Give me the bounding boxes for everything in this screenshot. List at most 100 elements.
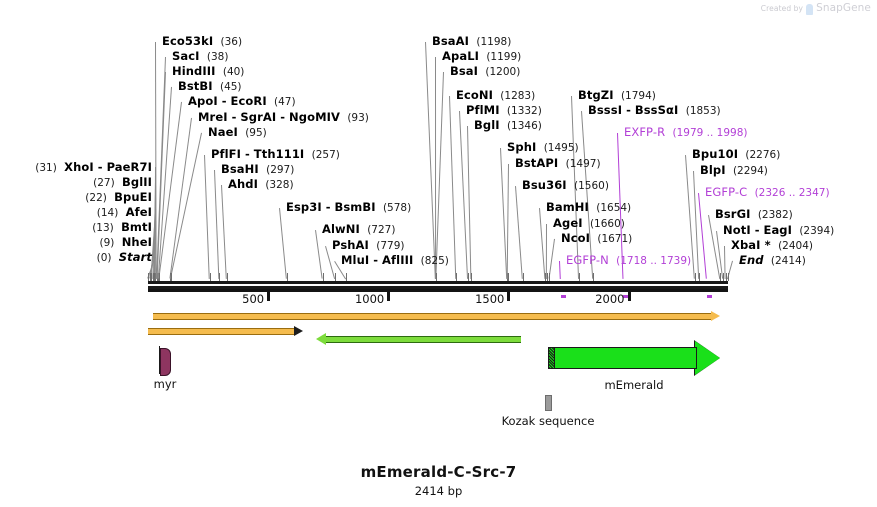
plasmid-length: 2414 bp xyxy=(414,484,463,498)
enzyme-label-xbai[interactable]: XbaI * (2404) xyxy=(731,238,813,252)
enzyme-label-start[interactable]: (0) Start xyxy=(96,250,152,264)
enzyme-label-noti-eagi[interactable]: NotI - EagI (2394) xyxy=(723,223,835,237)
site-tick xyxy=(153,273,155,281)
feature-myr[interactable] xyxy=(159,346,171,376)
enzyme-label-eco53ki[interactable]: Eco53kI (36) xyxy=(162,34,243,48)
enzyme-label-sphi[interactable]: SphI (1495) xyxy=(507,140,579,154)
enzyme-label-esp3i-bsmbi[interactable]: Esp3I - BsmBI (578) xyxy=(286,200,412,214)
site-tick xyxy=(346,273,348,281)
site-tick xyxy=(593,273,595,281)
enzyme-label-blpi[interactable]: BlpI (2294) xyxy=(700,163,768,177)
feature-label-myr: myr xyxy=(153,377,177,391)
enzyme-label-bpuei[interactable]: (22) BpuEI xyxy=(85,190,152,204)
orange-short-arrowhead xyxy=(294,326,303,336)
site-tick xyxy=(720,273,722,281)
site-tick xyxy=(436,273,438,281)
enzyme-label-pflmi[interactable]: PflMI (1332) xyxy=(466,103,542,117)
enzyme-label-bsrgi[interactable]: BsrGI (2382) xyxy=(715,207,793,221)
enzyme-label-nhei[interactable]: (9) NheI xyxy=(99,235,152,249)
feature-memerald-arrow[interactable] xyxy=(548,340,720,376)
enzyme-label-mrei-sgrai-ngomiv[interactable]: MreI - SgrAI - NgoMIV (93) xyxy=(198,110,369,124)
site-tick xyxy=(728,273,729,281)
enzyme-label-apoi-ecori[interactable]: ApoI - EcoRI (47) xyxy=(188,94,296,108)
watermark-brand: SnapGene xyxy=(816,2,871,14)
watermark-created-by: Created by xyxy=(760,3,804,13)
feature-label-memerald: mEmerald xyxy=(604,378,664,392)
site-tick xyxy=(725,273,727,281)
ruler-label-1000: 1000 xyxy=(354,292,385,306)
plasmid-backbone-inner xyxy=(148,284,728,286)
enzyme-label-bstapi[interactable]: BstAPI (1497) xyxy=(515,156,601,170)
enzyme-label-afei[interactable]: (14) AfeI xyxy=(96,205,152,219)
enzyme-label-bsahi[interactable]: BsaHI (297) xyxy=(221,162,295,176)
site-tick xyxy=(699,273,701,281)
enzyme-label-alwni[interactable]: AlwNI (727) xyxy=(322,222,396,236)
site-tick xyxy=(226,273,228,281)
snapgene-logo-icon xyxy=(806,3,814,15)
snapgene-watermark: Created by SnapGene xyxy=(760,2,871,15)
enzyme-label-bsai[interactable]: BsaI (1200) xyxy=(450,64,521,78)
enzyme-label-econi[interactable]: EcoNI (1283) xyxy=(456,88,536,102)
primer-binding-bracket xyxy=(560,295,566,298)
enzyme-label-ncoi[interactable]: NcoI (1671) xyxy=(561,231,633,245)
enzyme-label-bglii[interactable]: (27) BglII xyxy=(93,175,152,189)
site-tick xyxy=(579,273,581,281)
title-block: mEmerald-C-Src-7 2414 bp xyxy=(0,463,877,498)
site-tick xyxy=(335,273,337,281)
myr-block xyxy=(160,348,171,376)
feature-green-reverse-arrow[interactable] xyxy=(316,333,521,345)
site-tick xyxy=(150,273,152,281)
primer-binding-bracket xyxy=(623,295,629,298)
ruler-label-1500: 1500 xyxy=(475,292,505,306)
site-tick xyxy=(209,273,211,281)
ruler-label-500: 500 xyxy=(242,292,265,306)
site-tick xyxy=(456,273,458,281)
enzyme-label-hindiii[interactable]: HindIII (40) xyxy=(172,64,245,78)
feature-orange-long-arrow[interactable] xyxy=(153,311,720,321)
enzyme-label-bpu10i[interactable]: Bpu10I (2276) xyxy=(692,147,781,161)
site-tick xyxy=(219,273,221,281)
enzyme-label-bgli[interactable]: BglI (1346) xyxy=(474,118,542,132)
enzyme-label-agei[interactable]: AgeI (1660) xyxy=(553,216,625,230)
kozak-marker[interactable] xyxy=(545,395,552,411)
primer-label-egfp-c[interactable]: EGFP-C (2326 .. 2347) xyxy=(705,185,830,199)
enzyme-label-apali[interactable]: ApaLI (1199) xyxy=(442,49,522,63)
feature-label-kozak: Kozak sequence xyxy=(501,414,595,428)
memerald-arrowhead xyxy=(695,341,720,375)
enzyme-label-bmti[interactable]: (13) BmtI xyxy=(92,220,152,234)
orange-long-bar xyxy=(153,313,711,320)
site-tick xyxy=(154,273,156,281)
primer-binding-bracket xyxy=(706,295,712,298)
enzyme-label-xhoi-paer7i[interactable]: (31) XhoI - PaeR7I xyxy=(35,160,152,174)
ruler-label-2000: 2000 xyxy=(595,292,625,306)
primer-label-egfp-n[interactable]: EGFP-N (1718 .. 1739) xyxy=(566,253,692,267)
enzyme-label-pshai[interactable]: PshAI (779) xyxy=(332,238,405,252)
enzyme-label-mlui-afliii[interactable]: MluI - AflIII (825) xyxy=(341,253,449,267)
ruler-tick-1000 xyxy=(387,292,391,301)
enzyme-label-saci[interactable]: SacI (38) xyxy=(172,49,229,63)
ruler-axis-line xyxy=(148,289,728,292)
enzyme-label-naei[interactable]: NaeI (95) xyxy=(208,125,267,139)
ruler-tick-2000 xyxy=(627,292,631,301)
green-reverse-arrowhead xyxy=(316,333,326,345)
enzyme-label-bsu36i[interactable]: Bsu36I (1560) xyxy=(522,178,609,192)
enzyme-label-bamhi[interactable]: BamHI (1654) xyxy=(546,200,632,214)
enzyme-label-end[interactable]: End (2414) xyxy=(739,253,806,267)
site-tick xyxy=(471,273,473,281)
enzyme-label-ahdi[interactable]: AhdI (328) xyxy=(228,177,294,191)
site-tick xyxy=(286,273,288,281)
feature-orange-short-arrow[interactable] xyxy=(148,326,303,336)
green-reverse-bar xyxy=(326,336,521,343)
site-tick xyxy=(468,273,470,281)
enzyme-label-btgzi[interactable]: BtgZI (1794) xyxy=(578,88,656,102)
enzyme-label-bsssi-bsssai[interactable]: BsssI - BssSαI (1853) xyxy=(588,103,721,117)
enzyme-label-bstbi[interactable]: BstBI (45) xyxy=(178,79,242,93)
site-tick xyxy=(694,273,696,281)
site-tick xyxy=(522,273,524,281)
primer-label-exfp-r[interactable]: EXFP-R (1979 .. 1998) xyxy=(624,125,748,139)
site-tick xyxy=(148,273,149,281)
enzyme-label-bsaai[interactable]: BsaAI (1198) xyxy=(432,34,512,48)
enzyme-label-pflfi-tth111i[interactable]: PflFI - Tth111I (257) xyxy=(211,147,340,161)
